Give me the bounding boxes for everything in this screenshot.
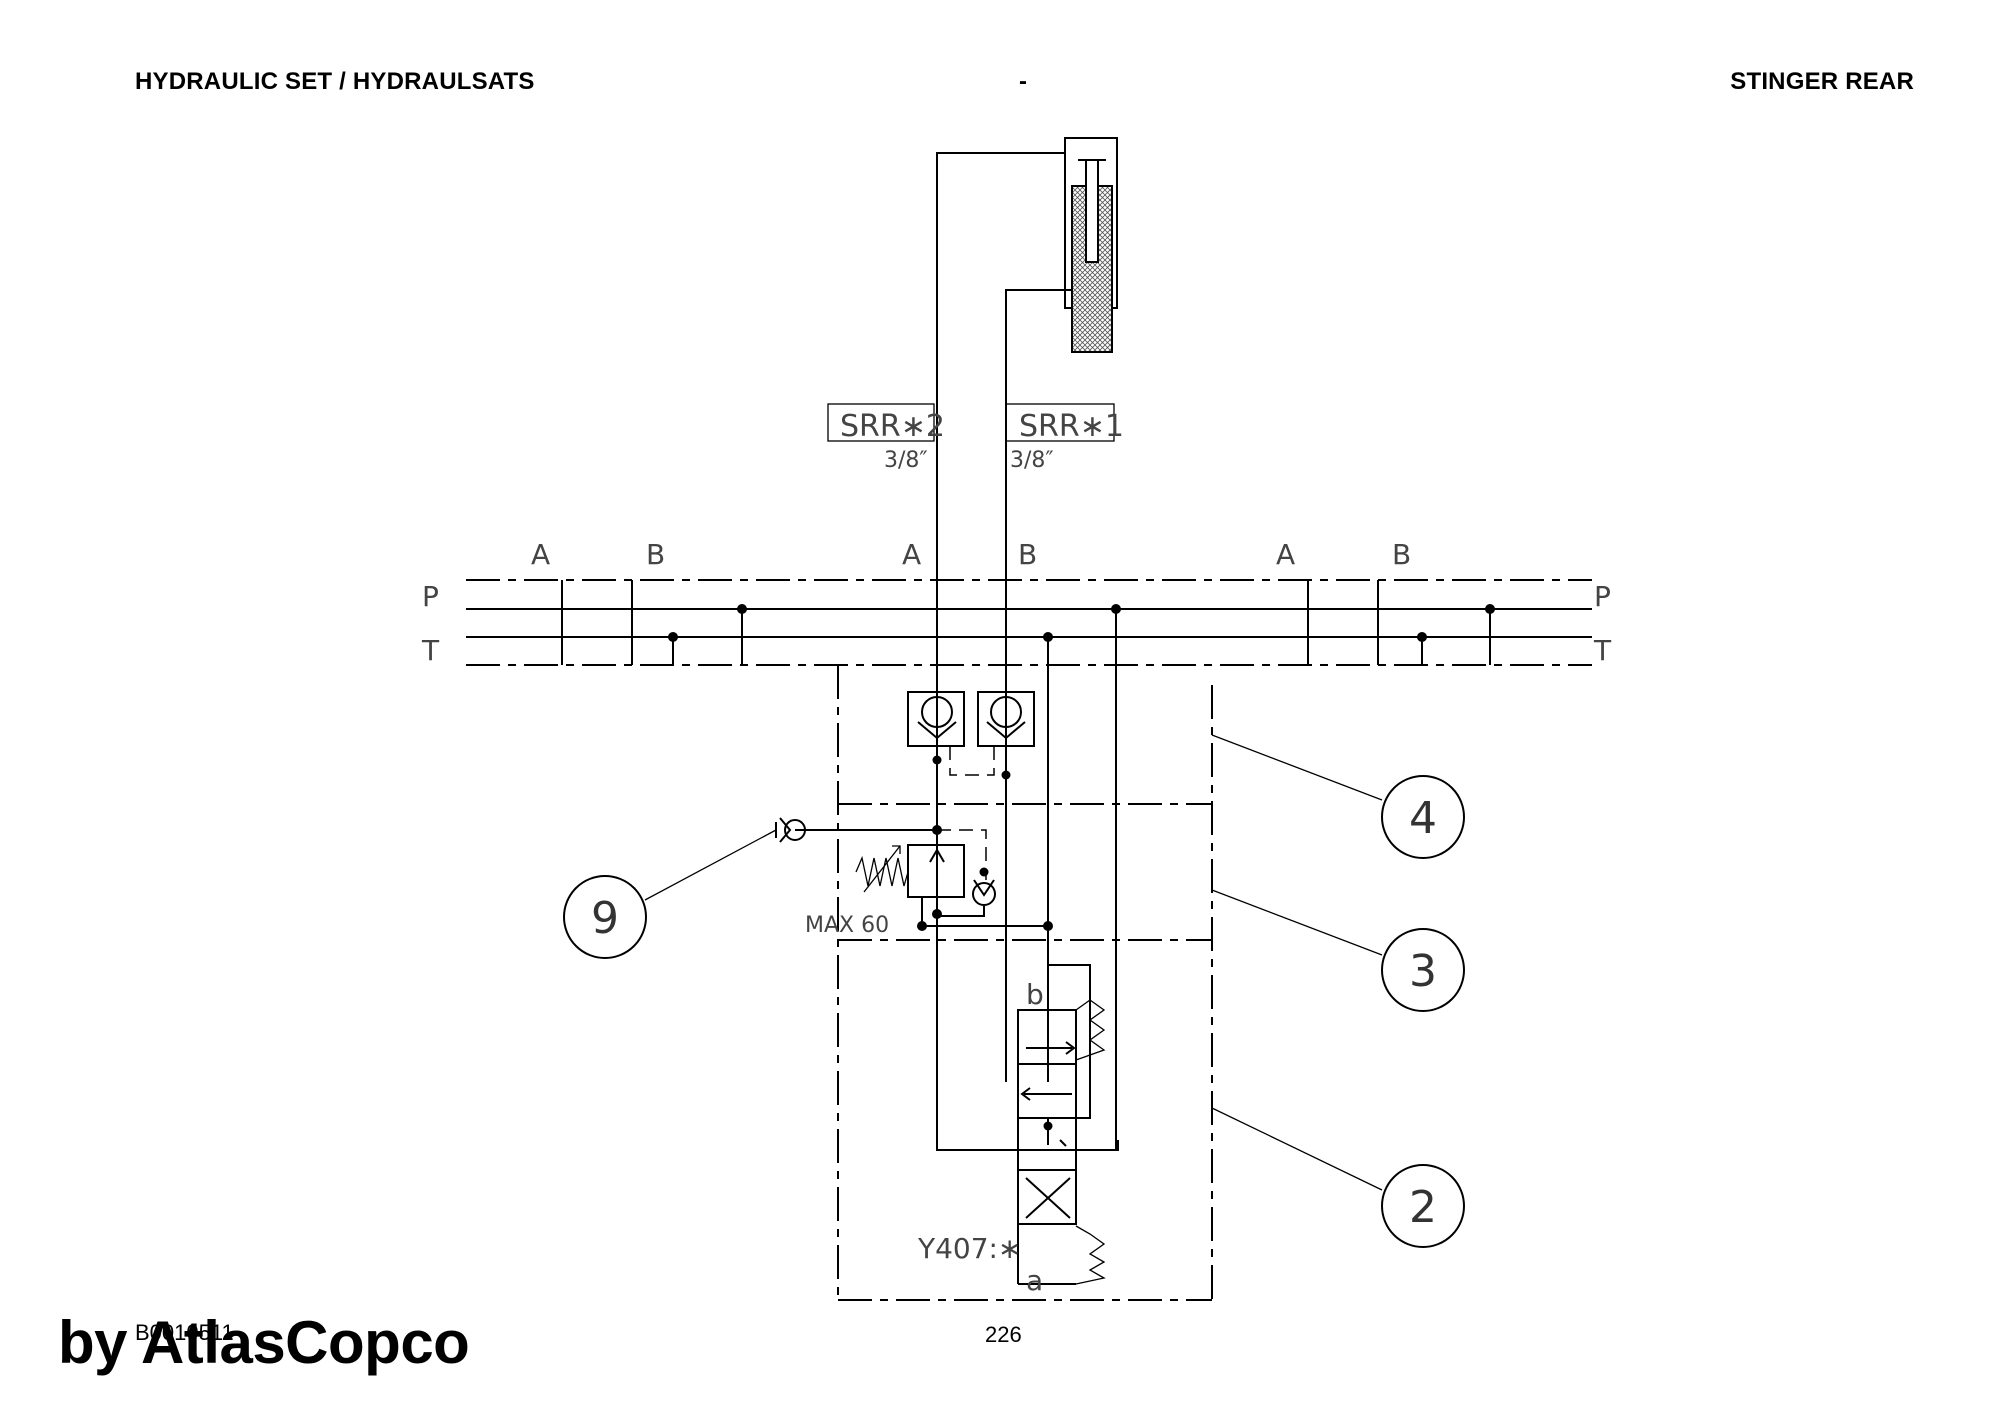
port-letter: B <box>1392 538 1411 571</box>
port-letter: A <box>531 538 550 571</box>
gauge-check-port <box>775 817 937 843</box>
rail-left-p: P <box>422 580 439 613</box>
drawing-code: B0010511 <box>135 1320 234 1345</box>
solenoid-side-a: a <box>1026 1264 1043 1297</box>
solenoid-side-b: b <box>1026 978 1044 1011</box>
hose-label-srr1: SRR∗1 3/8″ <box>1005 403 1124 473</box>
hose-label-srr1-text: SRR∗1 <box>1019 409 1124 444</box>
callout-number: 3 <box>1409 946 1437 997</box>
module-boundary <box>837 665 1213 1301</box>
callout-number: 2 <box>1409 1182 1437 1233</box>
port-letter: A <box>902 538 921 571</box>
callout-9: 9 <box>563 829 777 959</box>
directional-valve <box>1017 938 1106 1285</box>
pilot-check-valves <box>907 691 1035 780</box>
manifold-rails <box>466 579 1592 1150</box>
callout-number: 9 <box>591 893 619 944</box>
hose-label-srr2: SRR∗2 3/8″ <box>827 403 945 473</box>
hydraulic-cylinder <box>1064 137 1118 353</box>
rail-right-t: T <box>1593 634 1612 667</box>
solenoid-name: Y407:∗ <box>917 1232 1021 1265</box>
port-letter: A <box>1276 538 1295 571</box>
header-left-title: HYDRAULIC SET / HYDRAULSATS <box>135 68 535 95</box>
page-number: 226 <box>985 1322 1022 1347</box>
header-center: - <box>1019 68 1028 95</box>
hose-lines <box>936 152 1119 1151</box>
header-right-title: STINGER REAR <box>1730 68 1914 95</box>
relief-valve <box>855 825 1053 931</box>
hose-size-srr2: 3/8″ <box>884 448 928 473</box>
watermark: by AtlasCopco <box>58 1309 470 1376</box>
relief-setting: MAX 60 <box>805 913 889 938</box>
rail-right-p: P <box>1594 580 1611 613</box>
port-letter: B <box>646 538 665 571</box>
port-letter: B <box>1018 538 1037 571</box>
rail-left-t: T <box>421 634 440 667</box>
callout-2: 2 <box>1211 1107 1465 1248</box>
rail-junctions <box>668 604 1495 642</box>
hose-size-srr1: 3/8″ <box>1010 448 1054 473</box>
callout-3: 3 <box>1211 889 1465 1012</box>
callout-4: 4 <box>1211 734 1465 859</box>
callout-number: 4 <box>1409 793 1437 844</box>
hose-label-srr2-text: SRR∗2 <box>840 409 945 444</box>
